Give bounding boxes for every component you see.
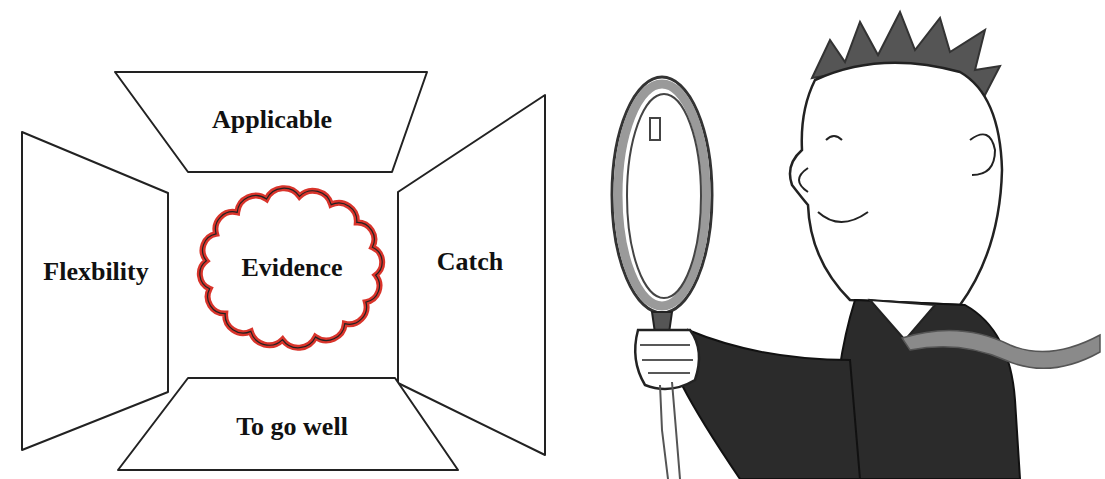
handle-end (660, 382, 680, 479)
hand (635, 330, 699, 389)
panel-shape (118, 378, 458, 470)
left-wall-panel: Flexbility (22, 132, 168, 450)
evidence-cloud: Evidence (192, 182, 390, 354)
smile (818, 212, 868, 222)
panel-label: Flexbility (43, 257, 148, 287)
lens-highlight (650, 118, 660, 140)
suit (834, 300, 1020, 479)
ceiling-panel: Applicable (115, 72, 427, 172)
panel-shape (115, 72, 427, 172)
panel-label: Applicable (212, 105, 332, 135)
cloud-red-outline (200, 188, 382, 348)
fingers (640, 345, 693, 373)
panel-label: Catch (437, 247, 503, 277)
left-wall-panel-outline (22, 132, 168, 450)
tie (902, 330, 1100, 368)
lens-rim (612, 77, 712, 313)
panel-shape (22, 132, 168, 450)
eye (826, 136, 842, 140)
nose (799, 168, 808, 192)
panel-shape (398, 95, 545, 455)
right-wall-panel: Catch (398, 95, 545, 455)
floor-panel: To go well (118, 378, 458, 470)
panel-label: Evidence (241, 253, 342, 283)
lens (627, 94, 701, 298)
lens-rim-shade (618, 84, 706, 306)
head (790, 63, 1002, 305)
panel-label: To go well (236, 412, 348, 442)
cloud-line (200, 188, 382, 348)
ear (970, 134, 995, 175)
sleeve (682, 330, 860, 479)
